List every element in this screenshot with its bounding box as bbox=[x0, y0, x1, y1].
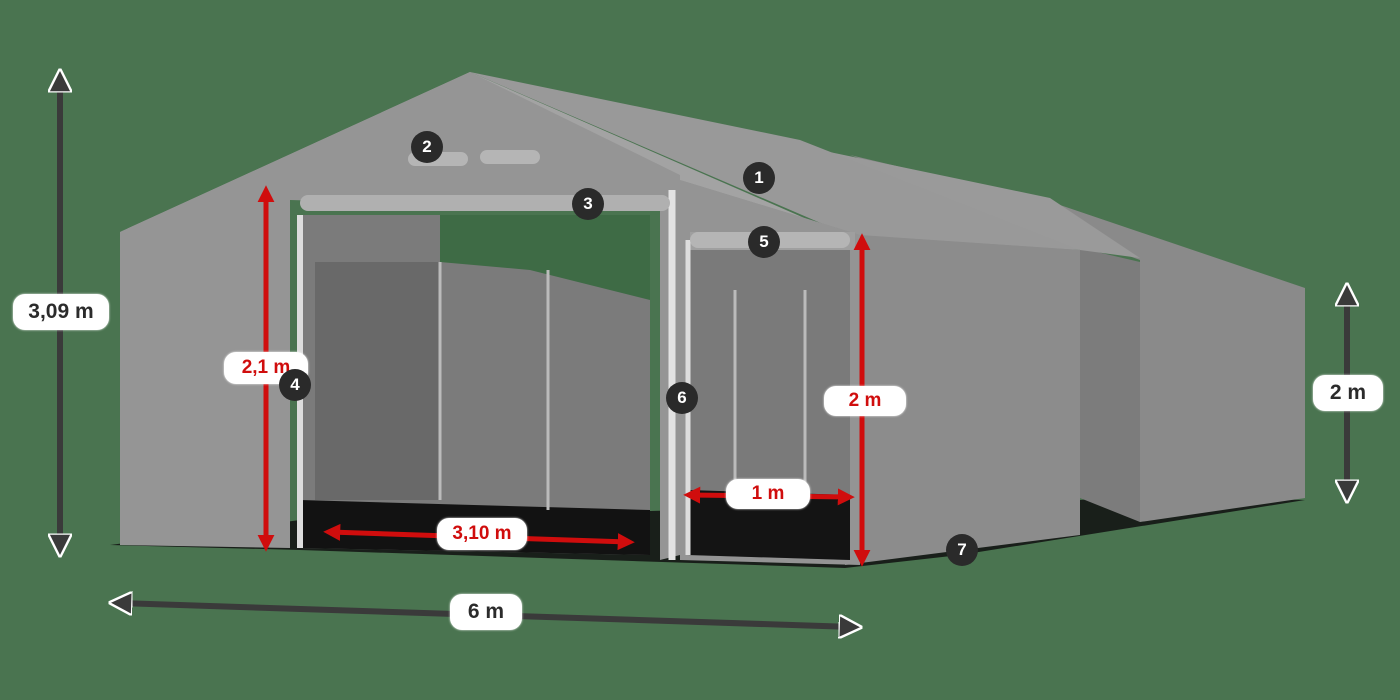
tent-side-wall bbox=[845, 235, 1080, 565]
marker-7-base: 7 bbox=[946, 534, 978, 566]
marker-5-side-roll-up: 5 bbox=[748, 226, 780, 258]
entrance-width-label: 3,10 m bbox=[437, 518, 527, 550]
side-entrance-width-label: 1 m bbox=[726, 479, 810, 509]
marker-3-roll-up: 3 bbox=[572, 188, 604, 220]
side-wall-height-label: 2 m bbox=[1313, 375, 1383, 411]
tent-rear-section bbox=[820, 150, 1305, 522]
roll-up-bar bbox=[300, 195, 670, 211]
marker-4-entrance: 4 bbox=[279, 369, 311, 401]
marker-2-vents: 2 bbox=[411, 131, 443, 163]
entrance-left bbox=[297, 215, 650, 555]
marker-6-pole: 6 bbox=[666, 382, 698, 414]
side-entrance-height-label: 2 m bbox=[824, 386, 906, 416]
marker-1-roof: 1 bbox=[743, 162, 775, 194]
width-label: 6 m bbox=[450, 594, 522, 630]
vent-2 bbox=[480, 150, 540, 164]
total-height-label: 3,09 m bbox=[13, 294, 109, 330]
